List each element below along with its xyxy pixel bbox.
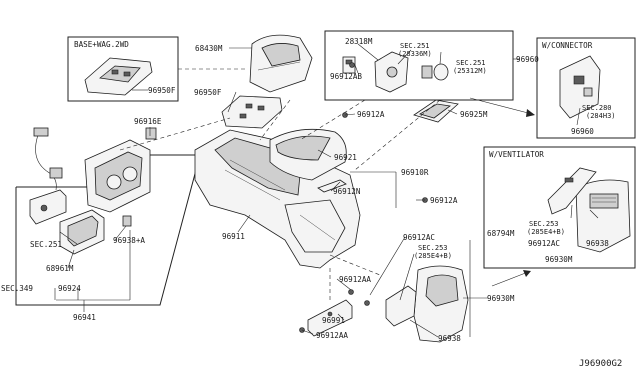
label-sec251-25312M-line2: (25312M): [453, 67, 487, 75]
label-96930M-vent: 96930M: [545, 255, 573, 264]
label-sec280-line2: (284H3): [586, 112, 616, 120]
label-68430M: 68430M: [195, 44, 223, 53]
part-96921-lid: [269, 128, 347, 181]
label-96912N: 96912N: [333, 187, 361, 196]
part-68430M: [249, 34, 313, 93]
part-harness: [33, 127, 63, 191]
label-sec251-left: SEC.251: [30, 240, 62, 249]
box-title-ventilator: W/VENTILATOR: [489, 150, 544, 159]
part-68794M: [547, 167, 597, 215]
label-96912AC-vent: 96912AC: [528, 239, 560, 248]
label-96950F: 96950F: [194, 88, 222, 97]
label-sec251-28336M: SEC.251 (28336M): [398, 42, 434, 58]
label-68794M: 68794M: [487, 229, 515, 238]
label-sec253-line2: (285E4+B): [414, 252, 452, 260]
label-96924: 96924: [58, 284, 81, 293]
part-96916E: [145, 127, 157, 140]
label-96938A: 96938+A: [113, 236, 145, 245]
label-sec280-line1: SEC.280: [582, 104, 612, 112]
label-sec253: SEC.253 (285E4+B): [414, 244, 452, 260]
diagram-id: J96900G2: [579, 359, 622, 369]
part-96930M-rear: [413, 265, 469, 343]
label-sec280-284H3: SEC.280 (284H3): [582, 104, 616, 120]
box-title-base-wag: BASE+WAG.2WD: [74, 40, 129, 49]
box-sec251-group: [324, 30, 514, 101]
part-25312M: [421, 63, 449, 81]
label-sec251-28336M-line2: (28336M): [398, 50, 432, 58]
part-sec251-switch: [29, 189, 67, 225]
dashed-reference-lines: [119, 68, 441, 300]
label-96912AB: 96912AB: [330, 72, 362, 81]
label-96912A-mid: 96912A: [357, 110, 385, 119]
label-sec253-vent: SEC.253 (285E4+B): [527, 220, 565, 236]
part-96930M-vent: [575, 179, 631, 253]
label-96912AA-mid: 96912AA: [339, 275, 371, 284]
part-96912AB: [342, 56, 356, 74]
part-96991: [307, 299, 353, 337]
label-96938-vent: 96938: [586, 239, 609, 248]
part-96950F: [221, 95, 283, 129]
label-28318M: 28318M: [345, 37, 373, 46]
arrow-ventilator: [491, 270, 531, 287]
label-96991: 96991: [322, 316, 345, 325]
label-96911: 96911: [222, 232, 245, 241]
label-96960-connector: 96960: [571, 127, 594, 136]
part-96950F-box: [84, 57, 153, 96]
label-sec251-25312M: SEC.251 (25312M): [453, 59, 490, 75]
part-96925M: [413, 99, 459, 123]
label-96916E: 96916E: [134, 117, 162, 126]
part-96938A: [122, 215, 132, 227]
label-sec251-25312M-line1: SEC.251: [456, 59, 486, 67]
part-28318M: [374, 51, 409, 93]
label-96912AA-bot: 96912AA: [316, 331, 348, 340]
box-ventilator: W/VENTILATOR: [483, 146, 636, 269]
label-96921: 96921: [334, 153, 357, 162]
arrow-connector: [469, 97, 535, 117]
label-96912A-right: 96912A: [430, 196, 458, 205]
label-96950F-box: 96950F: [148, 86, 176, 95]
label-sec251-28336M-line1: SEC.251: [400, 42, 430, 50]
label-sec253-vent-line1: SEC.253: [529, 220, 559, 228]
part-96938-rear: [385, 285, 417, 327]
label-96912AC: 96912AC: [403, 233, 435, 242]
label-96930M: 96930M: [487, 294, 515, 303]
label-sec349: SEC.349: [1, 284, 33, 293]
label-68961M: 68961M: [46, 264, 74, 273]
label-96910R: 96910R: [401, 168, 429, 177]
callout-labels: 68430M 96950F 96950F 96916E 28318M 96912…: [1, 37, 622, 369]
part-96924-bezel: [84, 139, 151, 213]
leader-lines: [54, 43, 599, 338]
label-96925M: 96925M: [460, 110, 488, 119]
part-96960-connector: [559, 55, 601, 119]
label-sec253-vent-line2: (285E4+B): [527, 228, 565, 236]
box-title-connector: W/CONNECTOR: [542, 41, 593, 50]
label-96941: 96941: [73, 313, 96, 322]
fastener-screws: [299, 62, 428, 333]
label-sec253-line1: SEC.253: [418, 244, 448, 252]
box-connector: W/CONNECTOR: [536, 37, 636, 139]
label-96938: 96938: [438, 334, 461, 343]
label-96960-top: 96960: [516, 55, 539, 64]
part-68961M: [59, 209, 105, 255]
